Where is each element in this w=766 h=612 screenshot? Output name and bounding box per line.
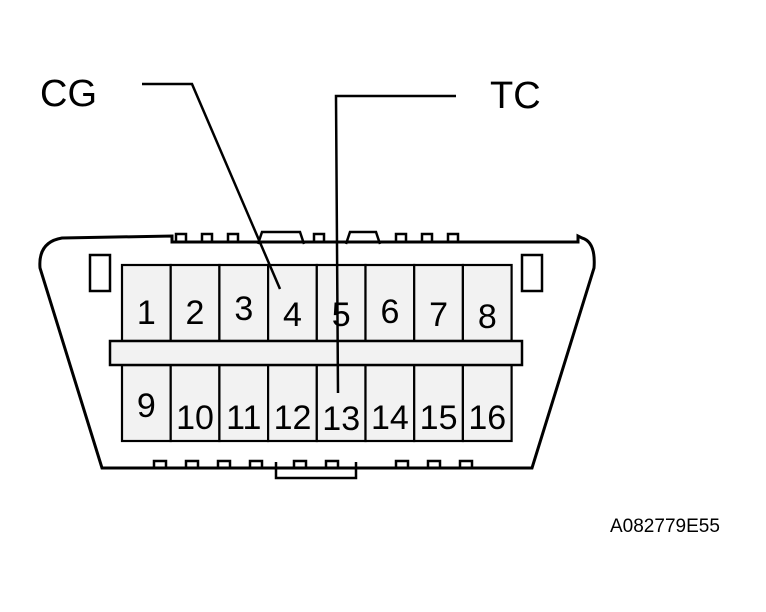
bottom-notches	[152, 459, 474, 480]
pin-cell-3	[218, 263, 270, 343]
pin-cell-15	[413, 363, 465, 443]
pin-number-9: 9	[137, 387, 156, 425]
pin-cell-1	[120, 263, 172, 343]
pin-number-6: 6	[380, 293, 399, 331]
center-divider-bar	[108, 339, 524, 367]
pin-number-1: 1	[137, 294, 156, 332]
cg-leader-line	[142, 82, 282, 290]
pin-number-10: 10	[176, 399, 214, 437]
pin-cell-5	[315, 263, 367, 343]
pin-number-7: 7	[429, 296, 448, 334]
right-latch-slot	[520, 253, 544, 293]
pin-number-5: 5	[332, 296, 351, 334]
pin-number-4: 4	[283, 296, 302, 334]
pin-number-15: 15	[420, 399, 458, 437]
pin-number-12: 12	[274, 399, 312, 437]
left-latch-slot	[88, 253, 112, 293]
pin-cells	[120, 263, 513, 443]
pin-cell-7	[413, 263, 465, 343]
pin-number-11: 11	[226, 399, 261, 437]
pin-number-13: 13	[322, 400, 360, 438]
pin-number-16: 16	[468, 399, 506, 437]
pin-cell-12	[267, 363, 318, 443]
pin-cell-11	[218, 363, 270, 443]
pin-number-3: 3	[234, 290, 253, 328]
pin-number-8: 8	[478, 298, 497, 336]
cg-label: CG	[40, 73, 97, 115]
pin-number-14: 14	[371, 399, 409, 437]
pin-number-2: 2	[186, 294, 205, 332]
tc-label: TC	[490, 75, 541, 117]
tc-leader-line	[334, 94, 456, 394]
figure-reference-code: A082779E55	[610, 516, 720, 537]
top-notches	[174, 230, 460, 245]
pin-cell-14	[364, 363, 416, 443]
